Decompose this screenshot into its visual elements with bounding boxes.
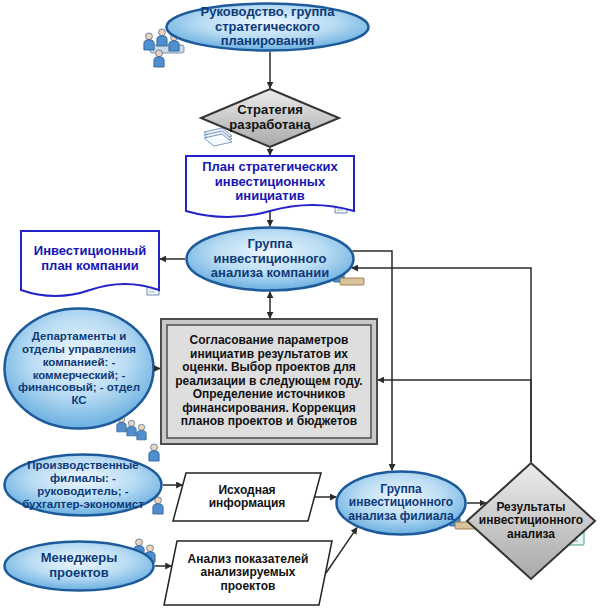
node-text-area: Согласование параметров инициатив резуль… (160, 318, 378, 445)
connector-arrow (352, 268, 531, 462)
para-node: Исходная информация (172, 472, 322, 522)
ellipse-node: Группа инвестиционного анализа филиала (335, 470, 467, 536)
doc-node: План стратегических инвестиционных иници… (185, 155, 355, 221)
node-label: Департаменты и отделы управления компани… (11, 330, 147, 407)
process-outline (161, 319, 377, 444)
connector-arrow (155, 368, 160, 370)
connector-arrow (269, 211, 271, 226)
node-label: Стратегия разработана (226, 103, 314, 132)
node-text-area: Производственные филиалы: - руководитель… (3, 453, 163, 517)
connector-arrow (269, 52, 271, 88)
ellipse-outline (5, 455, 162, 516)
node-label: Производственные филиалы: - руководитель… (11, 459, 155, 511)
connector-arrow (353, 251, 393, 470)
ellipse-outline (5, 309, 154, 429)
document-outline (186, 156, 354, 217)
node-text-area: Стратегия разработана (200, 88, 340, 148)
diamond-node: Результаты инвестиционного анализа (466, 462, 596, 580)
diamond-outline (201, 89, 339, 147)
ellipse-node: Менеджеры проектов (3, 540, 155, 592)
node-text-area: Департаменты и отделы управления компани… (3, 307, 155, 430)
parallelogram-outline (173, 473, 321, 521)
document-outline (21, 231, 159, 296)
ellipse-node: Департаменты и отделы управления компани… (3, 307, 155, 430)
ellipse-node: Руководство, группа стратегического план… (165, 2, 370, 52)
node-text-area: Инвестиционный план компании (20, 230, 160, 300)
doc-node: Инвестиционный план компании (20, 230, 160, 300)
node-text-area: План стратегических инвестиционных иници… (185, 155, 355, 221)
connector-arrow (315, 496, 336, 498)
node-label: Анализ показателей анализируемых проекто… (183, 553, 313, 593)
node-text-area: Руководство, группа стратегического план… (165, 2, 370, 52)
person-icon (153, 497, 163, 514)
connector-arrow (467, 502, 486, 504)
connector-arrow (269, 292, 271, 318)
connector-arrow (163, 484, 182, 486)
ellipse-outline (5, 542, 154, 591)
node-label: Результаты инвестиционного анализа (479, 501, 583, 541)
node-label: Согласование параметров инициатив резуль… (172, 334, 366, 428)
node-text-area: Анализ показателей анализируемых проекто… (163, 540, 333, 606)
ellipse-node: Производственные филиалы: - руководитель… (3, 453, 163, 517)
node-text-area: Группа инвестиционного анализа компании (185, 226, 355, 292)
node-label: Инвестиционный план компании (28, 244, 152, 273)
ellipse-outline (167, 4, 369, 51)
node-text-area: Группа инвестиционного анализа филиала (335, 470, 467, 536)
connector-arrow (269, 148, 271, 155)
node-text-area: Результаты инвестиционного анализа (466, 462, 596, 580)
person-icon (149, 444, 159, 461)
diamond-outline (467, 463, 595, 579)
ellipse-outline (187, 228, 354, 291)
node-label: Группа инвестиционного анализа филиала (347, 483, 455, 523)
node-label: План стратегических инвестиционных иници… (193, 160, 347, 204)
node-label: Группа инвестиционного анализа компании (201, 237, 339, 281)
ellipse-outline (337, 472, 466, 535)
ellipse-node: Группа инвестиционного анализа компании (185, 226, 355, 292)
connector-arrow (155, 565, 172, 567)
process-node: Согласование параметров инициатив резуль… (160, 318, 378, 445)
node-label: Руководство, группа стратегического план… (183, 5, 352, 49)
connector-arrow (326, 528, 357, 573)
node-label: Менеджеры проектов (17, 551, 141, 580)
diamond-node: Стратегия разработана (200, 88, 340, 148)
node-text-area: Исходная информация (172, 472, 322, 522)
node-label: Исходная информация (190, 484, 304, 511)
process-inner-outline (167, 325, 371, 438)
people-icon (117, 416, 146, 440)
document-stack-icon (204, 128, 232, 146)
connector-arrow (378, 380, 531, 462)
node-text-area: Менеджеры проектов (3, 540, 155, 592)
connector-arrow (160, 258, 185, 260)
parallelogram-outline (164, 541, 332, 605)
para-node: Анализ показателей анализируемых проекто… (163, 540, 333, 606)
